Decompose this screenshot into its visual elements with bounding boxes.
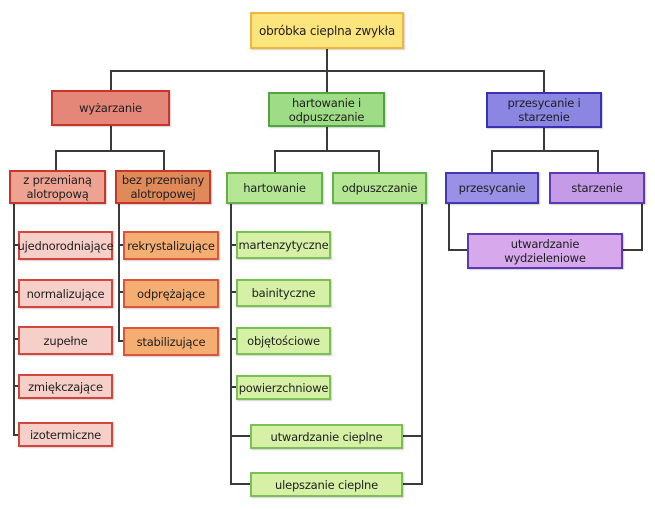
leaf-node: zupełne	[18, 326, 113, 355]
leaf-node: odprężające	[123, 279, 219, 308]
leaf-node: martenzytyczne	[236, 231, 331, 259]
leaf-node: stabilizujące	[123, 327, 219, 356]
node-annealing: wyżarzanie	[51, 90, 170, 126]
tick	[118, 340, 124, 342]
connector-solution-horizontal	[491, 150, 599, 152]
node-label: zmiękczające	[28, 379, 103, 394]
node-label: hartowanie	[243, 181, 306, 195]
connector-starzenie-vertical	[641, 203, 643, 251]
tick	[230, 338, 237, 340]
tick	[13, 385, 19, 387]
node-label: przesycanie	[458, 181, 526, 195]
connector-right-ulepszanie	[402, 483, 423, 485]
node-label: z przemianą alotropową	[23, 173, 92, 201]
leaf-node-combined: utwardzanie cieplne	[250, 424, 403, 449]
node-without-allotropic: bez przemiany alotropowej	[115, 170, 211, 204]
node-solution-aging: przesycanie i starzenie	[486, 92, 602, 128]
node-label: stabilizujące	[136, 334, 206, 349]
node-label: utwardzanie cieplne	[270, 429, 383, 444]
connector-to-hartowanie	[274, 150, 276, 173]
connector-przesycanie-vertical	[448, 203, 450, 251]
connector-to-odpuszczanie	[378, 150, 380, 173]
leaf-node: powierzchniowe	[236, 375, 331, 400]
connector-annealing-down	[110, 125, 112, 151]
connector-hartowanie-vertical	[230, 203, 232, 485]
tick	[230, 291, 237, 293]
node-przesycanie: przesycanie	[445, 172, 539, 204]
node-hartowanie: hartowanie	[226, 172, 323, 204]
tick	[13, 291, 19, 293]
connector-hardening-down	[326, 126, 328, 152]
node-label: normalizujące	[26, 286, 105, 301]
node-label: hartowanie i odpuszczanie	[288, 95, 365, 124]
leaf-node: zmiękczające	[18, 374, 113, 399]
node-with-allotropic: z przemianą alotropową	[9, 170, 106, 204]
connector-hardening-horizontal	[274, 150, 380, 152]
node-label: martenzytyczne	[238, 238, 329, 252]
node-label: utwardzanie wydzieleniowe	[504, 237, 586, 265]
leaf-node: normalizujące	[18, 279, 113, 308]
leaf-node: objętościowe	[236, 327, 331, 355]
connector-solution-down	[543, 127, 545, 151]
tick	[13, 338, 19, 340]
node-label: bainityczne	[251, 286, 316, 300]
connector-to-solution	[543, 70, 545, 93]
connector-to-annealing	[110, 70, 112, 91]
node-label: starzenie	[571, 181, 623, 195]
leaf-node: rekrystalizujące	[123, 231, 219, 260]
leaf-node-combined: utwardzanie wydzieleniowe	[467, 233, 623, 269]
connector-left-utwardzanie	[230, 435, 251, 437]
connector-to-hardening	[326, 70, 328, 93]
connector-to-non-allotropic	[163, 150, 165, 171]
connector-non-allotropic-vertical	[118, 203, 120, 342]
connector-right-wydzieleniowe	[621, 249, 643, 251]
node-label: wyżarzanie	[79, 101, 142, 115]
tick	[118, 291, 124, 293]
node-label: zupełne	[43, 333, 88, 348]
node-label: bez przemiany alotropowej	[121, 173, 205, 201]
node-label: powierzchniowe	[238, 380, 329, 395]
leaf-node: bainityczne	[236, 279, 331, 307]
root-node: obróbka cieplna zwykła	[250, 12, 404, 49]
tick	[13, 244, 19, 246]
connector-to-starzenie	[597, 150, 599, 173]
node-label: ulepszanie cieplne	[275, 477, 378, 492]
node-label: ujednorodniające	[17, 238, 114, 253]
node-label: odpuszczanie	[341, 181, 418, 195]
leaf-node-combined: ulepszanie cieplne	[250, 472, 403, 497]
node-label: odprężające	[137, 286, 205, 301]
leaf-node: izotermiczne	[18, 422, 113, 447]
node-label: rekrystalizujące	[127, 238, 215, 253]
connector-root-down	[326, 49, 328, 71]
tick	[230, 386, 237, 388]
connector-right-utwardzanie	[402, 435, 423, 437]
root-label: obróbka cieplna zwykła	[258, 23, 396, 38]
connector-left-ulepszanie	[230, 483, 251, 485]
tick	[230, 244, 237, 246]
node-label: objętościowe	[247, 334, 320, 348]
node-hardening-tempering: hartowanie i odpuszczanie	[268, 92, 385, 127]
node-starzenie: starzenie	[549, 172, 645, 204]
tick	[118, 244, 124, 246]
connector-to-przesycanie	[491, 150, 493, 173]
node-odpuszczanie: odpuszczanie	[332, 172, 427, 204]
connector-odpuszczanie-vertical	[421, 203, 423, 485]
connector-annealing-horizontal	[55, 150, 165, 152]
connector-to-allotropic	[55, 150, 57, 171]
tick	[13, 434, 19, 436]
connector-left-wydzieleniowe	[448, 249, 468, 251]
connector-allotropic-vertical	[13, 203, 15, 436]
node-label: przesycanie i starzenie	[507, 96, 581, 124]
node-label: izotermiczne	[29, 427, 102, 442]
leaf-node: ujednorodniające	[17, 231, 114, 260]
